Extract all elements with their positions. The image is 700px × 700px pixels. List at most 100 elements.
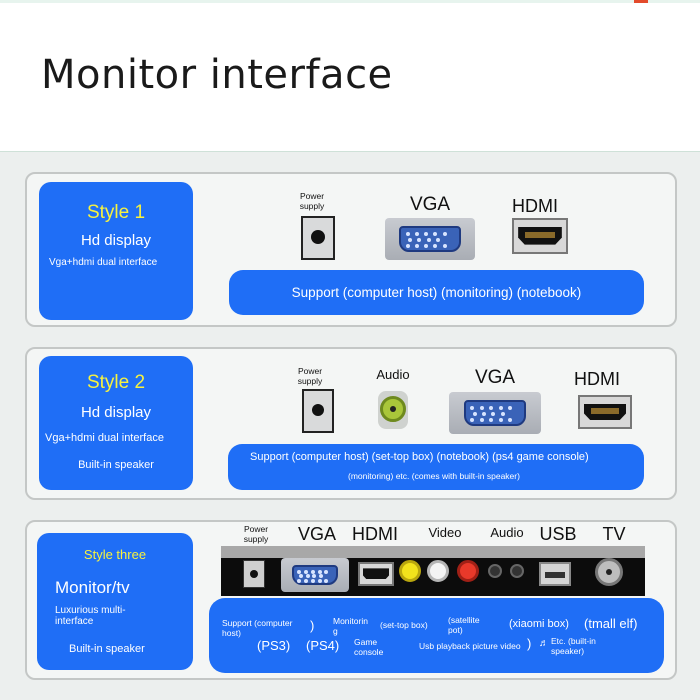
vga-pin [500, 412, 505, 417]
hdmi-port-icon-2 [578, 395, 632, 429]
vga-pin [405, 244, 410, 249]
vga-pin [426, 238, 431, 243]
power-label-2: Power supply [297, 366, 323, 386]
vga-pin [304, 569, 308, 574]
style2-line1: Hd display [80, 404, 152, 421]
support-satellite: (satellite pot) [448, 615, 480, 635]
style2-line2: Vga+hdmi dual interface [45, 432, 164, 444]
support-etc: Etc. (built-in speaker) [551, 636, 596, 656]
audio-red-icon [457, 560, 479, 582]
style3-line3: Built-in speaker [69, 643, 145, 655]
vga-pin [498, 418, 503, 423]
power-label: Power supply [299, 191, 325, 211]
usb-port-icon [539, 562, 571, 586]
vga-pin [310, 578, 315, 583]
support-tmall: (tmall elf) [584, 616, 638, 631]
style1-support: Support (computer host) (monitoring) (no… [291, 285, 582, 300]
top-mark [634, 0, 648, 3]
vga-pin [415, 244, 420, 249]
style3-box: Style three Monitor/tv Luxurious multi- … [37, 533, 193, 670]
hdmi-label-3: HDMI [352, 524, 398, 544]
style2-line3: Built-in speaker [78, 459, 154, 471]
support-settop: (set-top box) [380, 620, 428, 630]
audio-port-icon [380, 396, 406, 422]
vga-pin [482, 412, 487, 417]
page-title: Monitor interface [41, 52, 393, 98]
mini-jack-icon [510, 564, 524, 578]
style1-name: Style 1 [86, 202, 146, 223]
vga-pin [433, 232, 438, 237]
vga-pin [310, 569, 315, 574]
support-paren2: ) [527, 636, 532, 651]
audio-label-2: Audio [376, 367, 410, 382]
vga-pin [507, 418, 512, 423]
style3-name: Style three [83, 547, 147, 562]
vga-pin [317, 569, 322, 574]
tv-label-3: TV [602, 524, 626, 544]
hdmi-port-icon-3 [358, 562, 394, 586]
style3-support-bar: Support (computer host) ) Monitorin g (s… [209, 598, 664, 673]
vga-port-icon-3 [281, 558, 349, 592]
vga-pin [470, 418, 475, 423]
support-usb-playback: Usb playback picture video [419, 641, 521, 651]
vga-pin [405, 232, 410, 237]
vga-pin [298, 574, 303, 579]
audio-white-icon [427, 560, 449, 582]
hdmi-label: HDMI [512, 196, 558, 216]
vga-pin [304, 578, 308, 583]
vga-pin [498, 406, 503, 411]
vga-pin [324, 569, 329, 574]
support-ps4: (PS4) [306, 638, 340, 653]
vga-pin [415, 232, 420, 237]
vga-pin [297, 569, 302, 574]
vga-pin [305, 574, 310, 579]
vga-pin [479, 418, 484, 423]
vga-pin [433, 244, 438, 249]
vga-pin [324, 578, 329, 583]
style3-line1: Monitor/tv [55, 578, 130, 597]
vga-label-2: VGA [474, 367, 516, 388]
vga-pin [470, 406, 475, 411]
video-label-3: Video [428, 525, 462, 540]
style1-box: Style 1 Hd display Vga+hdmi dual interfa… [39, 182, 193, 320]
power-port-icon-3 [243, 560, 265, 588]
support-xiaomi: (xiaomi box) [509, 618, 569, 630]
vga-pin [424, 232, 429, 237]
vga-pin [317, 578, 322, 583]
style1-support-bar: Support (computer host) (monitoring) (no… [229, 270, 644, 315]
speaker-icon: ♬ [539, 638, 549, 649]
vga-pin [442, 244, 447, 249]
style3-line2: Luxurious multi- interface [55, 605, 126, 627]
vga-pin [442, 232, 447, 237]
top-line [0, 0, 700, 3]
hdmi-label-2: HDMI [574, 369, 620, 389]
support-ps3: (PS3) [257, 638, 291, 653]
video-yellow-icon [399, 560, 421, 582]
style1-line2: Vga+hdmi dual interface [49, 257, 158, 268]
power-port-icon [301, 216, 335, 260]
support-computer-host: Support (computer host) [222, 618, 293, 638]
header: Monitor interface [0, 0, 700, 152]
usb-label-3: USB [539, 524, 577, 544]
hdmi-port-icon [512, 218, 568, 254]
vga-pin [472, 412, 477, 417]
style2-box: Style 2 Hd display Vga+hdmi dual interfa… [39, 356, 193, 490]
style2-support-bar: Support (computer host) (set-top box) (n… [228, 444, 644, 490]
port-strip [221, 546, 645, 596]
vga-pin [491, 412, 496, 417]
audio-label-3: Audio [490, 525, 524, 540]
vga-port-icon-2 [449, 392, 541, 434]
vga-pin [479, 406, 484, 411]
vga-pin [312, 574, 317, 579]
support-game-console: Game console [354, 637, 384, 657]
style2-name: Style 2 [86, 372, 146, 393]
style1-line1: Hd display [80, 232, 152, 249]
vga-port-icon [385, 218, 475, 260]
power-port-icon-2 [302, 389, 334, 433]
vga-pin [507, 406, 512, 411]
vga-pin [297, 578, 302, 583]
vga-pin [417, 238, 422, 243]
vga-label-3: VGA [297, 524, 336, 544]
support-paren: ) [310, 618, 315, 633]
